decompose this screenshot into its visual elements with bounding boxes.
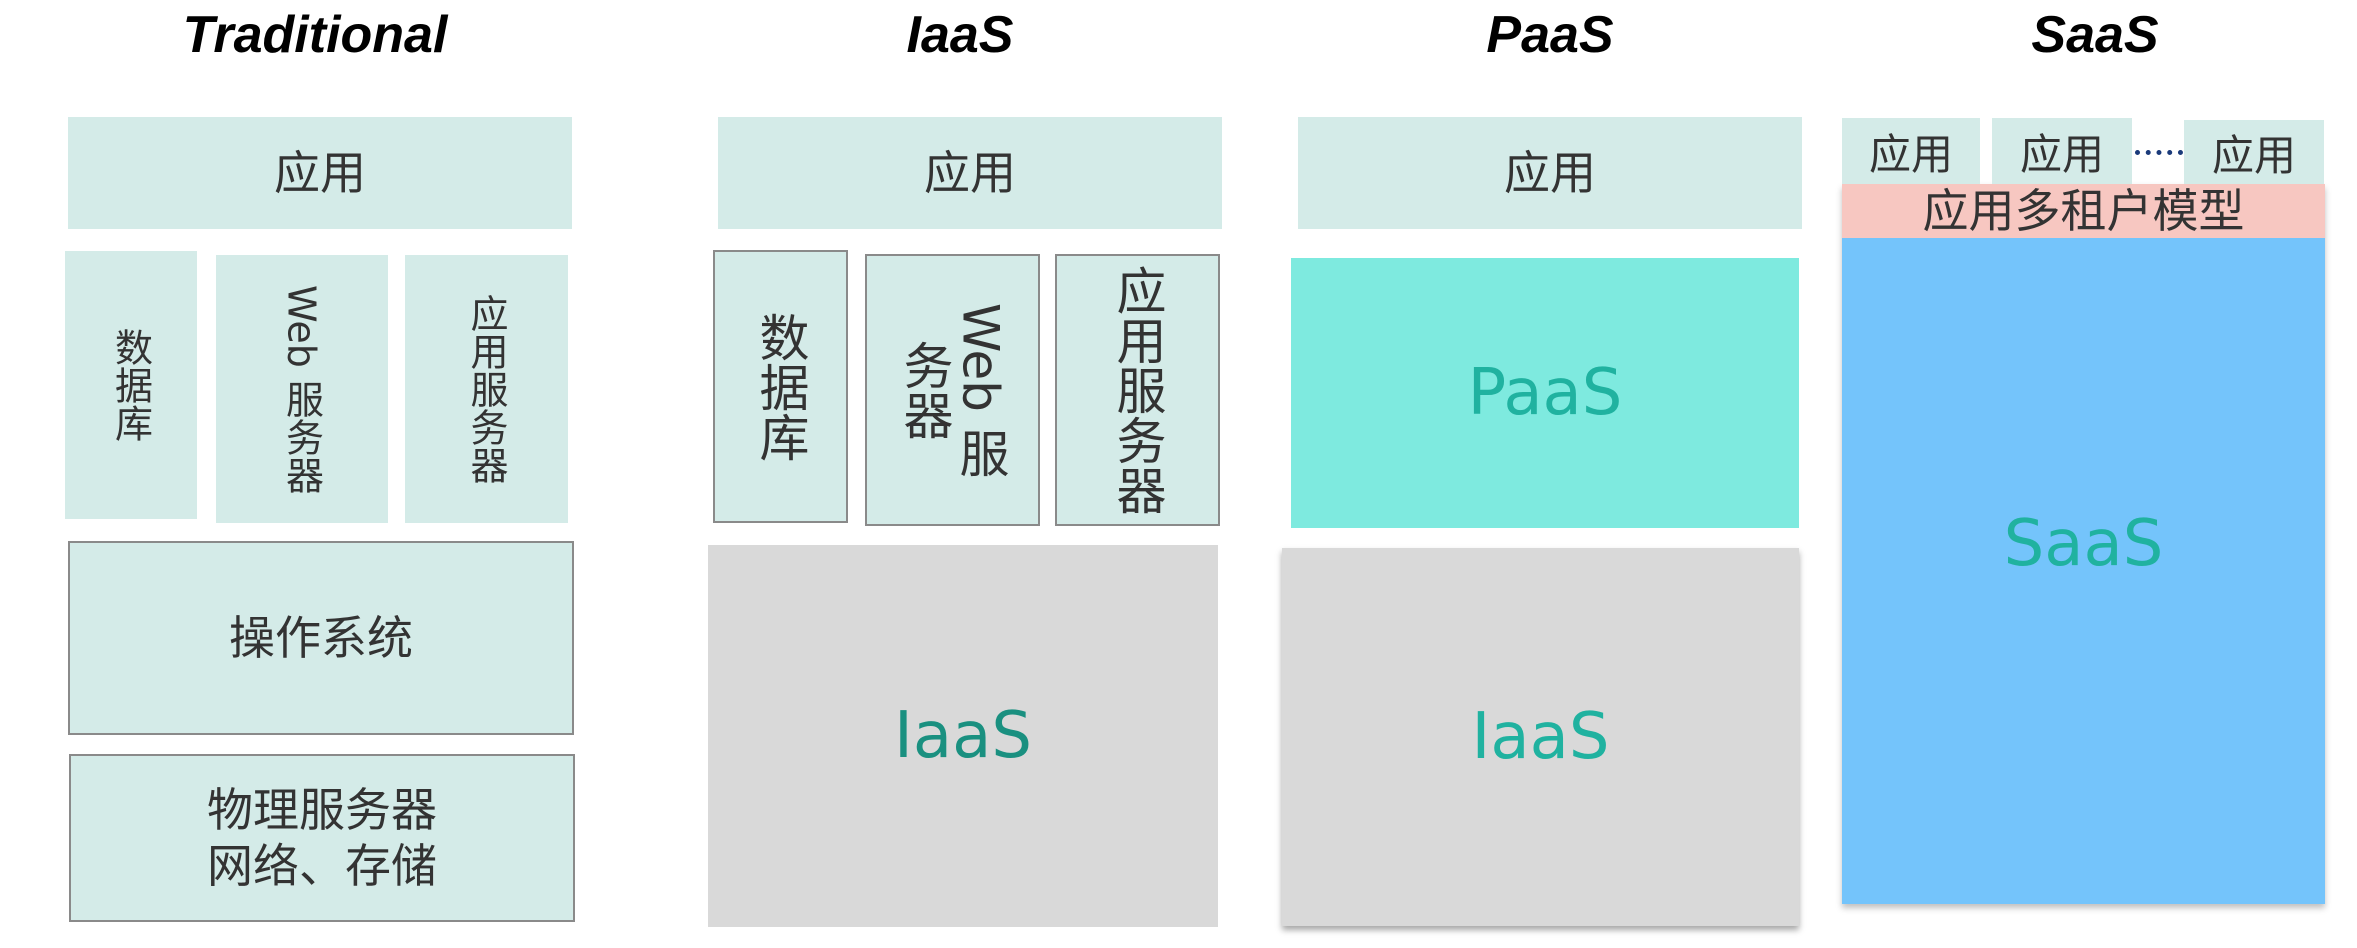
traditional-title: Traditional (182, 6, 448, 64)
saas-layer-label: SaaS (2003, 507, 2164, 581)
iaas-app-label: 应用 (924, 145, 1016, 200)
iaas-appserver-label: 应用服务器 (1108, 265, 1167, 515)
traditional-db-label: 数据库 (108, 328, 153, 442)
iaas-app-box: 应用 (718, 117, 1222, 229)
iaas-layer-label: IaaS (894, 699, 1032, 773)
traditional-appserver-box: 应用服务器 (405, 255, 568, 523)
paas-iaas-layer-box: IaaS (1282, 548, 1799, 926)
paas-iaas-layer-label: IaaS (1471, 700, 1610, 774)
traditional-physical-box: 物理服务器 网络、存储 (69, 754, 575, 922)
paas-platform-box: PaaS (1291, 258, 1799, 528)
traditional-app-box: 应用 (68, 117, 572, 229)
traditional-physical-line2: 网络、存储 (207, 839, 437, 893)
traditional-os-box: 操作系统 (68, 541, 574, 735)
saas-ellipsis-dots (2135, 150, 2183, 155)
traditional-physical-line1: 物理服务器 (207, 782, 437, 837)
paas-app-box: 应用 (1298, 117, 1802, 229)
iaas-db-label: 数据库 (751, 311, 810, 462)
traditional-appserver-label: 应用服务器 (464, 294, 508, 484)
iaas-title: IaaS (906, 6, 1014, 64)
paas-platform-label: PaaS (1467, 356, 1623, 430)
saas-app2-box: 应用 (1992, 118, 2132, 184)
saas-app2-label: 应用 (2019, 129, 2104, 179)
iaas-layer-box: IaaS (708, 545, 1218, 927)
saas-app3-box: 应用 (2184, 120, 2324, 184)
saas-title: SaaS (2031, 6, 2159, 64)
saas-app1-box: 应用 (1842, 118, 1980, 184)
saas-app3-label: 应用 (2211, 130, 2296, 180)
iaas-web-label: Web 服务器 (895, 302, 1010, 478)
iaas-db-box: 数据库 (713, 250, 848, 523)
paas-app-label: 应用 (1504, 145, 1596, 200)
paas-title: PaaS (1486, 6, 1614, 64)
traditional-db-box: 数据库 (65, 251, 197, 519)
traditional-web-label: Web 服务器 (279, 284, 324, 494)
saas-layer-box: SaaS (1842, 184, 2325, 904)
traditional-os-label: 操作系统 (229, 610, 413, 665)
saas-app1-label: 应用 (1868, 129, 1953, 179)
traditional-web-box: Web 服务器 (216, 255, 388, 523)
saas-tenant-model-box: 应用多租户模型 (1842, 184, 2325, 238)
iaas-web-box: Web 服务器 (865, 254, 1040, 526)
traditional-app-label: 应用 (274, 145, 366, 200)
iaas-appserver-box: 应用服务器 (1055, 254, 1220, 526)
saas-tenant-model-label: 应用多租户模型 (1922, 183, 2245, 238)
